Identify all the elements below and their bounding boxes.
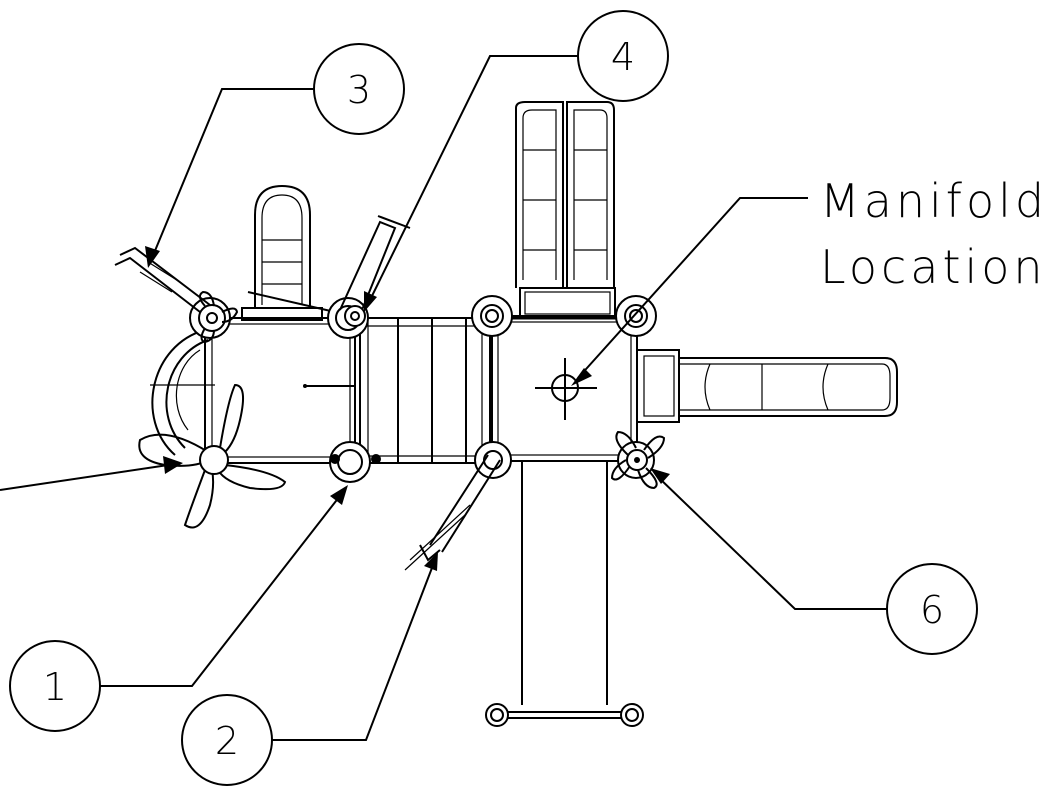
small-propeller xyxy=(610,430,666,490)
leader-lines xyxy=(0,55,887,741)
propeller xyxy=(138,383,287,529)
structure-drawing xyxy=(114,101,898,727)
callout-circle xyxy=(313,43,405,135)
manifold-marker xyxy=(535,358,597,420)
right-slide xyxy=(636,349,898,423)
callout-label: 2 xyxy=(215,719,239,763)
callout-2: 2 xyxy=(181,694,273,786)
bridge xyxy=(359,317,491,464)
callout-label: 3 xyxy=(347,68,371,112)
manifold-label-line1: Manifold xyxy=(820,174,1048,228)
callout-3: 3 xyxy=(313,43,405,135)
callout-label: 4 xyxy=(611,35,635,79)
callout-4: 4 xyxy=(577,10,669,102)
callout-label: 6 xyxy=(920,588,944,632)
top-small-slide xyxy=(241,184,336,321)
curved-end-panel xyxy=(150,329,215,456)
manifold-label-line2: Location xyxy=(820,240,1047,294)
callout-1: 1 xyxy=(9,640,101,732)
callout-circle xyxy=(181,694,273,786)
callout-circle xyxy=(9,640,101,732)
double-slide xyxy=(515,101,616,319)
callout-circle xyxy=(886,563,978,655)
callout-label: 1 xyxy=(43,665,67,709)
bottom-walkway xyxy=(485,461,644,727)
left-deck xyxy=(204,317,356,464)
callout-6: 6 xyxy=(886,563,978,655)
lever-panel xyxy=(339,215,411,327)
climber-panel xyxy=(404,454,501,571)
callout-circle xyxy=(577,10,669,102)
steering-wheel-panel xyxy=(114,246,239,344)
manifold-location-label: Manifold Location xyxy=(820,174,1048,294)
